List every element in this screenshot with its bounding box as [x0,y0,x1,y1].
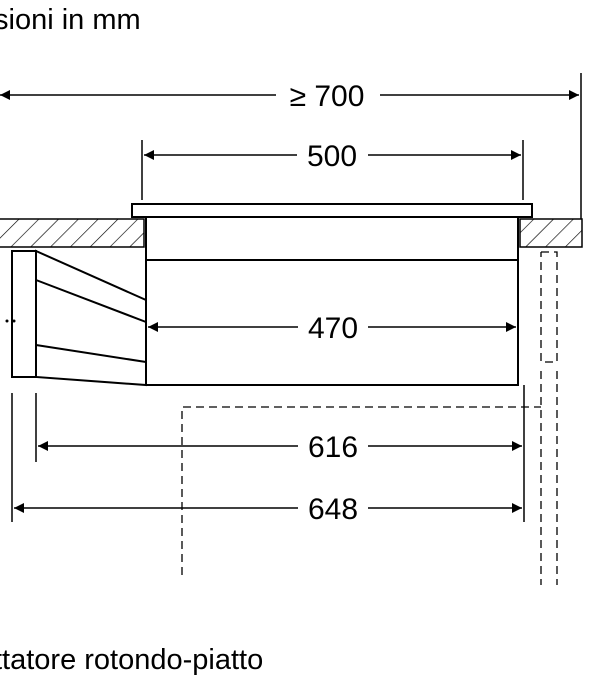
dimension-label-total-depth: 648 [308,493,358,526]
dimension-label-cutout: 500 [307,140,357,173]
dimension-label-overall: ≥ 700 [290,80,365,113]
dimension-cutout: 500 [144,140,521,173]
extension-lines [11,73,582,522]
dimension-inner-depth: 616 [38,431,522,464]
hob-body [145,259,519,386]
worktop-right [519,218,583,248]
duct-connector [5,249,147,387]
diagram-caption-top: sioni in mm [0,4,141,36]
hob-upper-frame [145,216,519,261]
dashed-installation-outline [181,251,558,585]
dimension-total-depth: 648 [14,493,522,526]
worktop-left [0,218,145,248]
dimension-label-inner-depth: 616 [308,431,358,464]
hob-glass-plate [131,203,533,218]
diagram-caption-bottom: ttatore rotondo-piatto [0,644,264,676]
dimension-overall: ≥ 700 [0,80,579,113]
dimension-body: 470 [148,312,516,345]
dimension-label-body: 470 [308,312,358,345]
